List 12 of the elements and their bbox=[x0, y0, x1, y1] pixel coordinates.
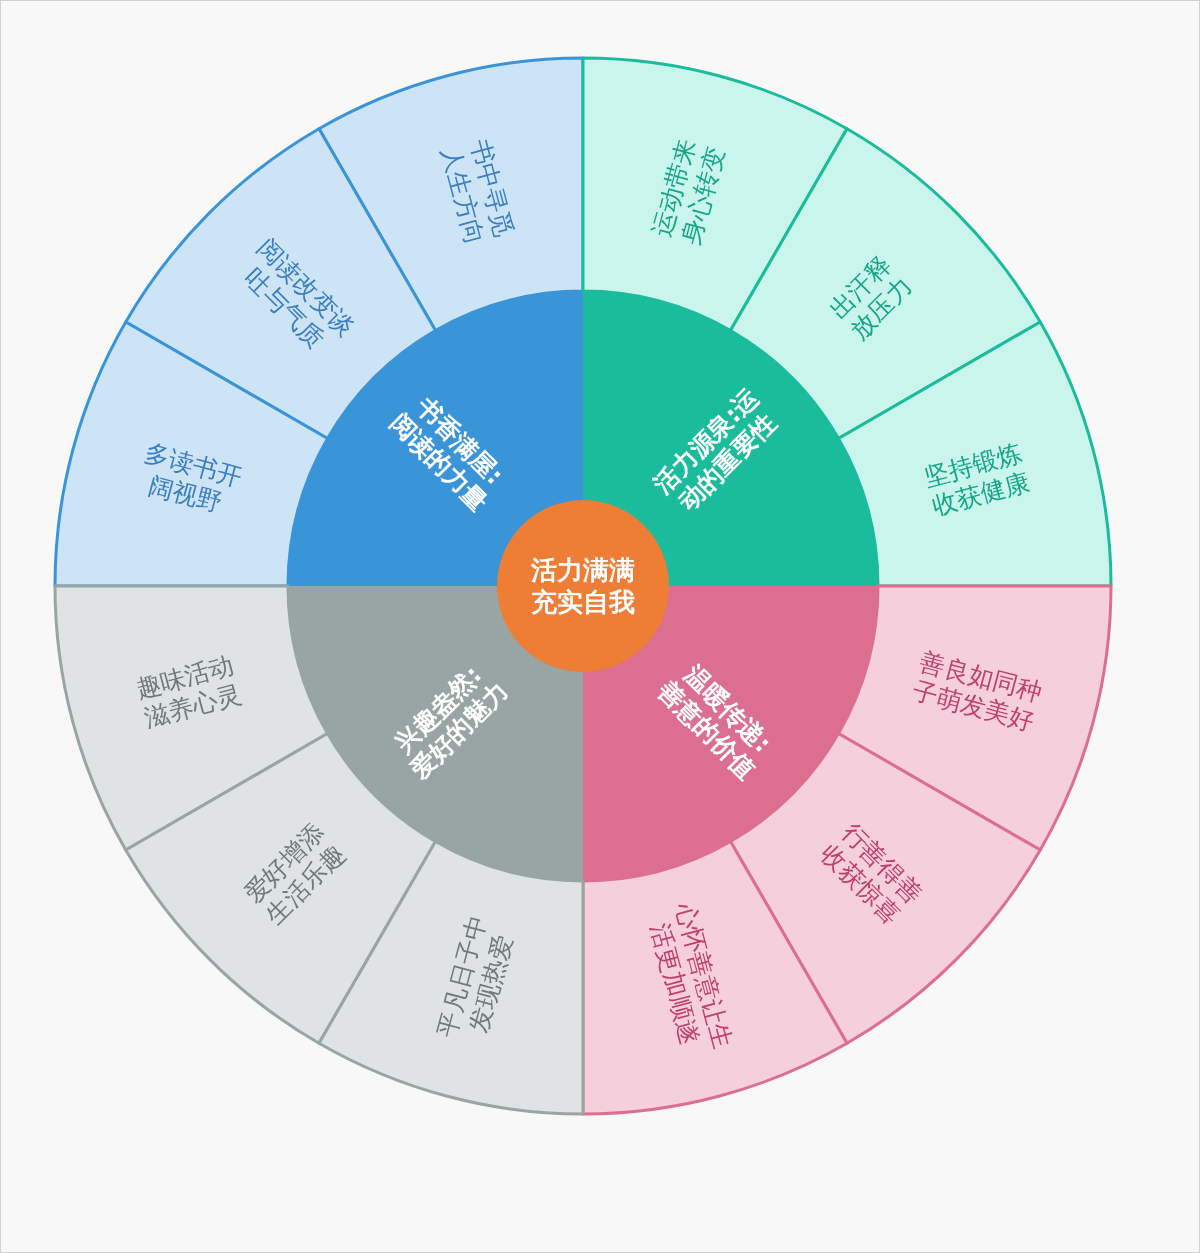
leaf-label: 行善得善收获惊喜 bbox=[814, 816, 930, 933]
leaf-label: 爱好增添生活乐趣 bbox=[236, 816, 352, 933]
leaf-label: 多读书开阔视野 bbox=[139, 437, 246, 521]
leaf-label: 运动带来身心转变 bbox=[645, 134, 731, 250]
leaf-label: 阅读改变谈吐与气质 bbox=[237, 231, 361, 356]
leaf-label: 心怀善意让生活更加顺遂 bbox=[643, 898, 738, 1055]
leaf-label: 平凡日子中发现热爱 bbox=[431, 910, 520, 1043]
leaf-label: 善良如同种子萌发美好 bbox=[908, 645, 1047, 738]
leaf-label: 趣味活动滋养心灵 bbox=[131, 648, 246, 735]
leaf-label: 出汗释放压力 bbox=[822, 248, 920, 347]
leaf-label: 书中寻觅人生方向 bbox=[435, 134, 521, 250]
leaf-label: 坚持锻炼收获健康 bbox=[920, 437, 1034, 524]
